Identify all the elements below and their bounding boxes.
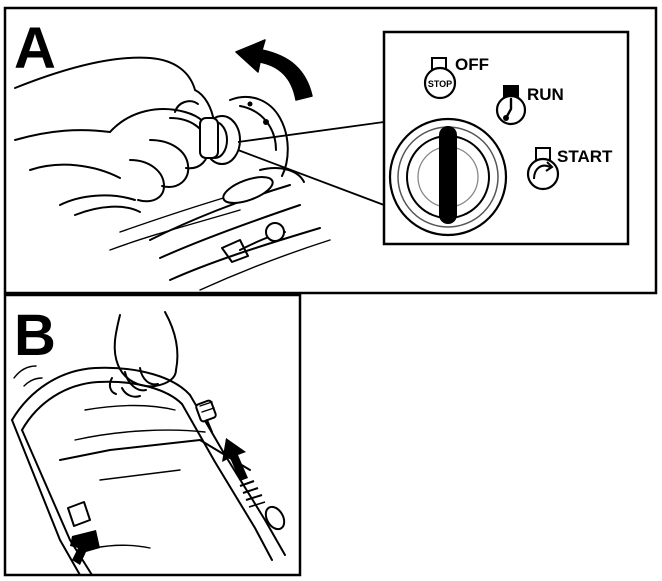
panel-b-letter: B [14, 303, 56, 368]
key-insert-illustration [195, 399, 217, 433]
key-in-ignition-illustration [199, 95, 289, 177]
off-label: OFF [455, 55, 489, 74]
off-position: STOP OFF [423, 55, 489, 100]
callout-lines [237, 121, 385, 206]
ignition-dial [388, 117, 508, 237]
start-label: START [557, 147, 613, 166]
stop-icon-text: STOP [428, 79, 452, 89]
key-slot [439, 126, 457, 224]
panel-b-frame [3, 293, 302, 577]
panel-a: A [3, 6, 658, 295]
panel-a-letter: A [14, 16, 56, 81]
start-position: START [526, 147, 613, 191]
run-position: RUN [495, 85, 564, 126]
rotation-arrow-icon [235, 39, 313, 101]
hand-gripping-bar-illustration [108, 311, 179, 398]
hand-turning-key-illustration [14, 56, 215, 216]
panel-b: B [3, 293, 302, 577]
run-label: RUN [527, 85, 564, 104]
mower-handle-frame-illustration [11, 365, 286, 576]
key-switch-inset: STOP OFF RUN [382, 30, 630, 246]
mower-handle-illustration [109, 167, 331, 291]
fuel-run-icon [495, 85, 527, 126]
fuel-stop-icon: STOP [423, 57, 457, 100]
fuel-start-icon [526, 147, 560, 191]
insert-arrow-up-icon [222, 438, 266, 508]
